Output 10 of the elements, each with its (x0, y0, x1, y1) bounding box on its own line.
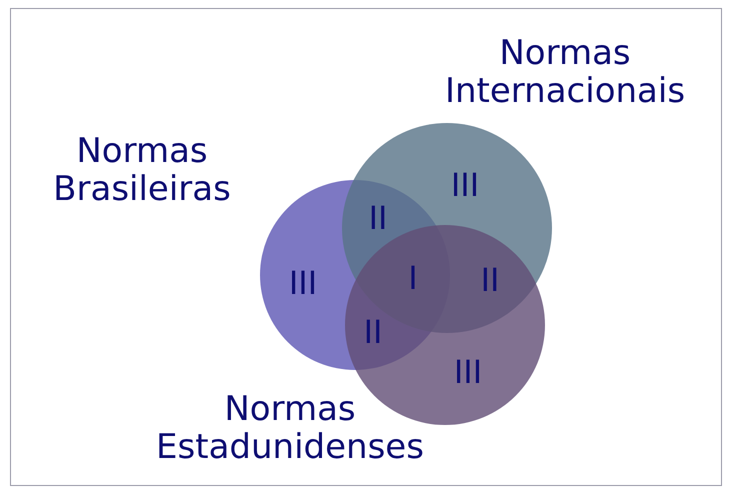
region-numeral: III (450, 166, 480, 204)
region-numeral: II (480, 261, 500, 299)
region-numeral: I (408, 259, 418, 297)
region-numeral: II (364, 313, 382, 351)
set-heading: Normas Brasileiras (53, 132, 231, 208)
set-heading: Normas Estadunidenses (156, 390, 424, 466)
region-numeral: III (288, 264, 318, 302)
set-heading: Normas Internacionais (444, 34, 686, 110)
region-numeral: II (368, 199, 388, 237)
region-numeral: III (454, 353, 482, 391)
